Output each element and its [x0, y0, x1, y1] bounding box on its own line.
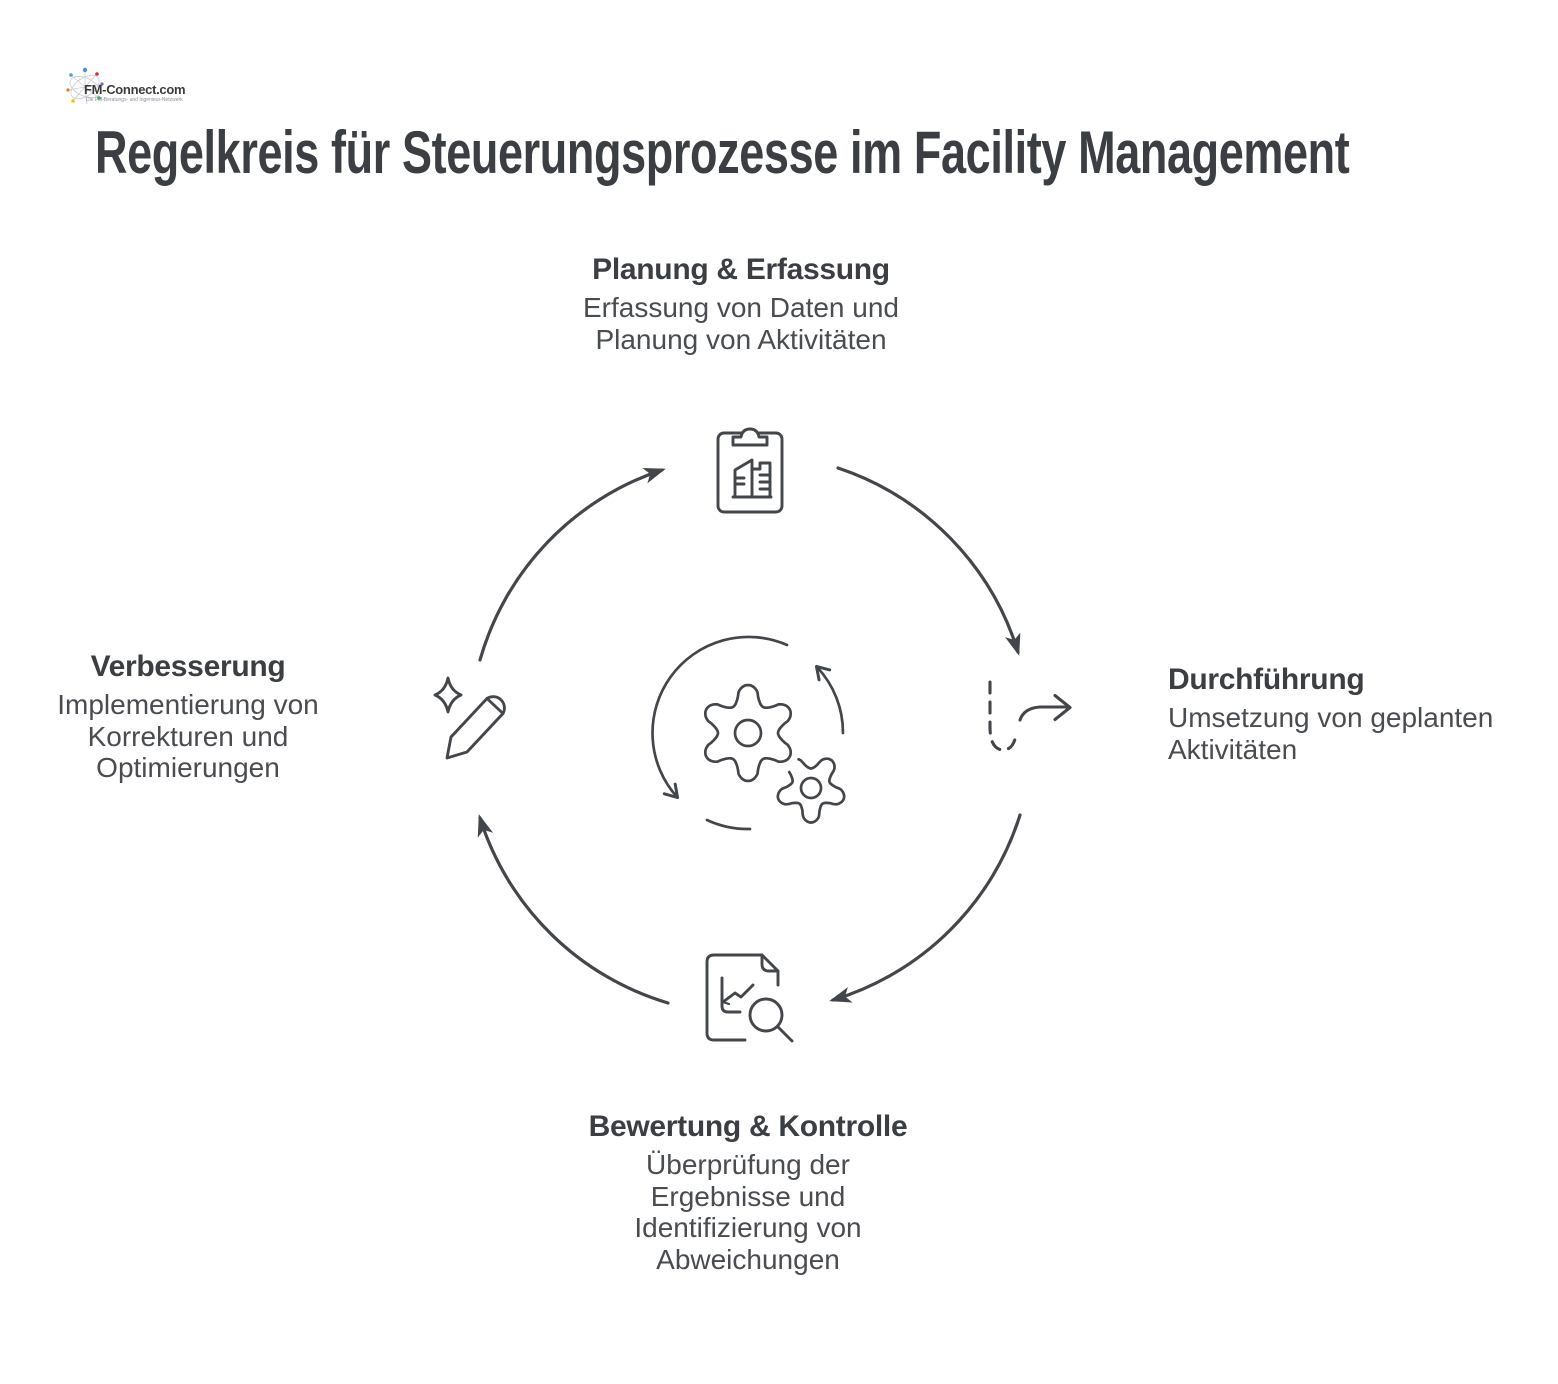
pencil-sparkle-icon	[433, 676, 506, 760]
gears-cycle-icon	[651, 635, 846, 831]
cycle-arc-arrow-top-left	[478, 468, 666, 662]
cycle-arc-arrow-top-right	[836, 466, 1021, 656]
stage-title: Bewertung & Kontrolle	[588, 1110, 908, 1143]
large-gear-hub	[733, 718, 763, 748]
stage-description: Implementierung von Korrekturen und Opti…	[57, 689, 319, 784]
molecule-starburst-icon	[66, 67, 104, 105]
center-cycle-arc-right	[814, 664, 845, 735]
center-cycle-arc-bottom	[705, 818, 752, 831]
stage-durchfuehrung: Durchführung Umsetzung von geplanten Akt…	[1168, 663, 1498, 765]
center-cycle-arc-left	[651, 635, 789, 800]
fm-connect-logo: FM-Connect.com Die FM-Beratungs- und Ing…	[64, 67, 214, 118]
stage-planung-erfassung: Planung & Erfassung Erfassung von Daten …	[551, 253, 931, 355]
logo-tagline: Die FM-Beratungs- und Ingenieur-Netzwerk	[86, 97, 183, 103]
stage-description: Überprüfung der Ergebnisse und Identifiz…	[634, 1149, 862, 1275]
dashed-path-arrow-icon	[988, 680, 1072, 752]
small-gear-hub	[799, 776, 823, 800]
stage-title: Verbesserung	[90, 650, 286, 683]
stage-bewertung-kontrolle: Bewertung & Kontrolle Überprüfung der Er…	[558, 1110, 938, 1276]
stage-title: Planung & Erfassung	[592, 253, 890, 286]
sparkle-icon	[433, 676, 463, 714]
clipboard-building-icon	[716, 427, 784, 514]
stage-description: Erfassung von Daten und Planung von Akti…	[583, 292, 899, 355]
page-title: Regelkreis für Steuerungsprozesse im Fac…	[95, 119, 1350, 186]
logo-brand-text: FM-Connect.com	[84, 82, 186, 97]
large-gear-icon	[703, 683, 793, 783]
document-chart-magnifier-icon	[705, 953, 794, 1043]
stage-description: Umsetzung von geplanten Aktivitäten	[1168, 702, 1494, 765]
small-gear-icon	[776, 757, 846, 824]
cycle-arc-arrow-bottom-left	[477, 814, 670, 1005]
stage-title: Durchführung	[1168, 663, 1365, 696]
cycle-arc-arrow-bottom-right	[829, 813, 1022, 1003]
stage-verbesserung: Verbesserung Implementierung von Korrekt…	[33, 650, 343, 784]
